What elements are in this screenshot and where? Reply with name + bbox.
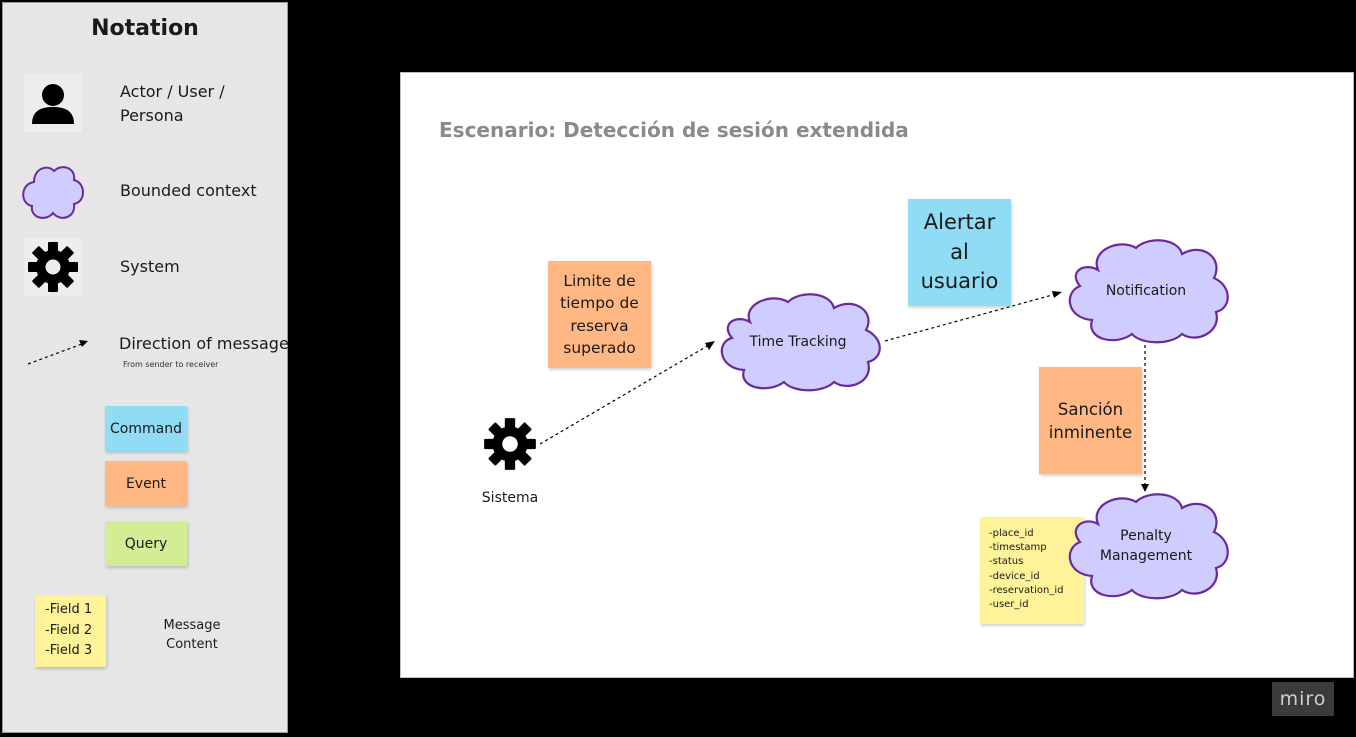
legend-field: -Field 3 xyxy=(45,643,93,658)
message-field: -timestamp xyxy=(989,542,1047,554)
message-field: -reservation_id xyxy=(989,584,1064,596)
legend-content-label: Message Content xyxy=(163,618,221,652)
system-label: Sistema xyxy=(481,490,539,506)
context-penalty-management[interactable]: Penalty Management xyxy=(1060,492,1232,600)
event-limit-exceeded[interactable]: Limite de tiempo de reserva superado xyxy=(548,261,651,368)
scenario-title: Escenario: Detección de sesión extendida xyxy=(439,118,909,142)
context-time-tracking[interactable]: Time Tracking xyxy=(712,292,884,392)
message-field: -device_id xyxy=(989,570,1040,582)
legend-command: Command xyxy=(105,406,187,451)
legend-system-label: System xyxy=(120,257,180,276)
legend-query: Query xyxy=(105,521,187,566)
legend-field: -Field 2 xyxy=(45,622,93,638)
context-notification[interactable]: Notification xyxy=(1060,238,1232,344)
gear-icon[interactable] xyxy=(480,414,540,474)
cloud-icon xyxy=(20,162,86,222)
gear-icon xyxy=(24,238,82,296)
context-time-tracking-label: Time Tracking xyxy=(749,334,847,350)
dashed-arrow-icon xyxy=(27,340,88,365)
event-sanction-imminent[interactable]: Sanción inminente xyxy=(1039,367,1142,474)
message-content-note[interactable]: -place_id -timestamp -status -device_id … xyxy=(980,517,1084,624)
legend-message-sub: From sender to receiver xyxy=(123,360,219,369)
legend-fields-note: -Field 1 -Field 2 -Field 3 xyxy=(35,595,106,667)
notation-title: Notation xyxy=(91,16,199,41)
legend-context-label: Bounded context xyxy=(120,181,257,200)
command-alert-user[interactable]: Alertar al usuario xyxy=(908,199,1011,306)
legend-actor-label: Actor / User / Persona xyxy=(120,82,225,125)
message-field: -status xyxy=(989,556,1024,568)
arrow-time-tracking-to-notification xyxy=(884,291,1062,342)
arrow-system-to-time-tracking xyxy=(539,341,715,445)
scenario-board[interactable] xyxy=(400,72,1354,678)
miro-logo[interactable]: miro xyxy=(1272,682,1334,716)
context-penalty-management-label: Penalty Management xyxy=(1099,528,1193,564)
person-icon xyxy=(24,74,82,132)
arrow-notification-to-penalty xyxy=(1141,345,1149,492)
context-notification-label: Notification xyxy=(1105,283,1187,299)
legend-field: -Field 1 xyxy=(45,602,93,617)
legend-message-label: Direction of message xyxy=(119,334,289,353)
message-field: -place_id xyxy=(989,528,1034,539)
legend-event: Event xyxy=(105,461,187,506)
message-field: -user_id xyxy=(989,599,1029,611)
